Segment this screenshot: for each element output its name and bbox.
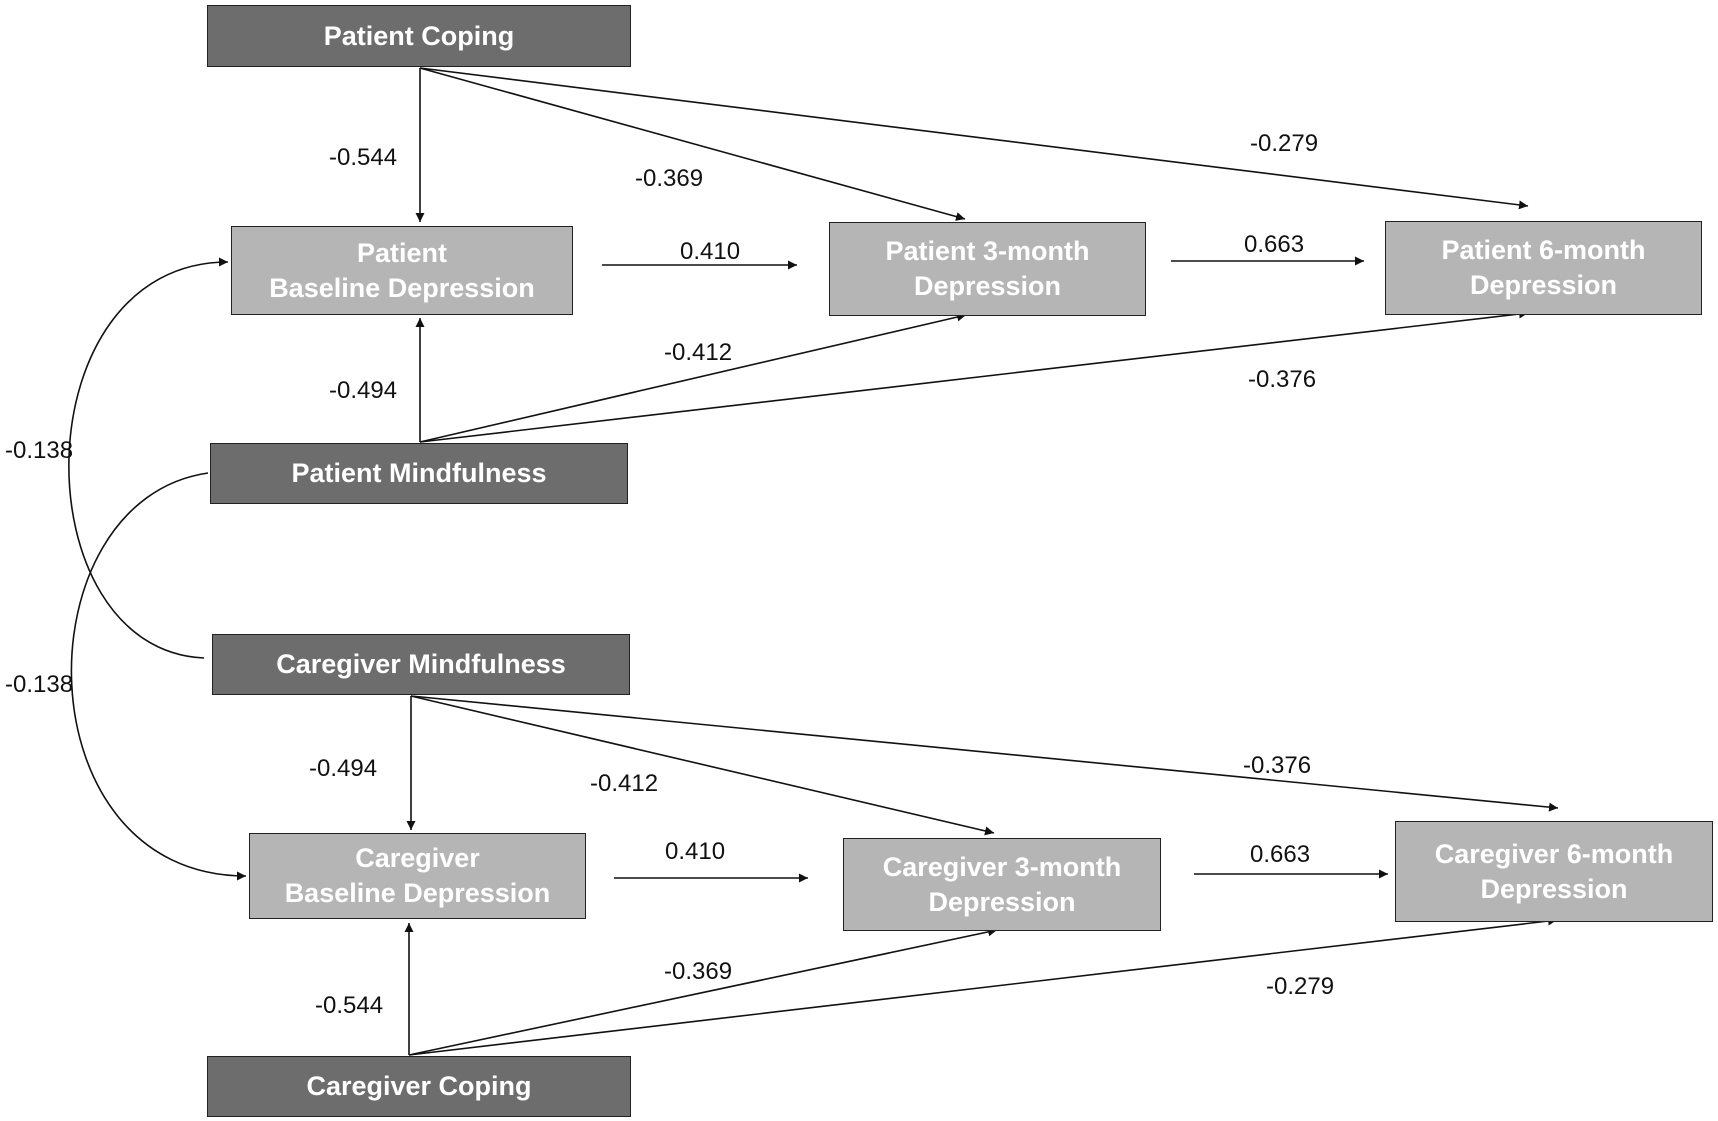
arrow-pc-p6 — [419, 67, 1529, 210]
arrow-cm-c3 — [410, 695, 995, 836]
coef-pbase-p3: 0.410 — [680, 238, 741, 265]
coef-cc-c6: -0.279 — [1266, 973, 1335, 1000]
coef-pc-p6: -0.279 — [1250, 130, 1319, 157]
coef-cm-c6: -0.376 — [1243, 752, 1312, 779]
caregiver-3month-label-line1: Caregiver 3-month — [882, 851, 1122, 882]
patient-baseline-label-line2: Baseline Depression — [269, 272, 535, 303]
coef-cm-pbase: -0.138 — [5, 437, 74, 464]
curved-arrow-pm-cbase — [70, 472, 247, 881]
patient-baseline-label-line1: Patient — [356, 237, 448, 268]
caregiver-mindfulness-box: Caregiver Mindfulness — [212, 634, 630, 695]
patient-6month-label-line2: Depression — [1469, 270, 1618, 300]
coef-cc-cbase: -0.544 — [315, 992, 384, 1019]
arrow-cc-c6 — [408, 916, 1558, 1056]
caregiver-coping-label: Caregiver Coping — [306, 1071, 532, 1101]
caregiver-baseline-label-line2: Baseline Depression — [284, 878, 551, 908]
curved-arrow-cm-pbase — [68, 257, 229, 659]
coef-pc-p3: -0.369 — [635, 165, 704, 192]
caregiver-coping-box: Caregiver Coping — [207, 1056, 631, 1117]
coef-cbase-c3: 0.410 — [665, 838, 726, 865]
coef-cm-c3: -0.412 — [590, 770, 659, 797]
caregiver-6month-label-line2: Depression — [1480, 873, 1628, 904]
coef-cc-c3: -0.369 — [664, 958, 733, 985]
arrow-pc-p3 — [419, 67, 966, 221]
patient-baseline-depression-box: Patient Baseline Depression — [231, 226, 573, 315]
coef-pm-pbase: -0.494 — [329, 377, 398, 404]
patient-3month-label-line1: Patient 3-month — [885, 236, 1090, 266]
patient-3month-label-line2: Depression — [913, 271, 1062, 301]
patient-mindfulness-box: Patient Mindfulness — [210, 443, 628, 504]
arrow-cm-c6 — [410, 695, 1559, 812]
arrow-pm-p6 — [419, 309, 1529, 443]
coef-pm-cbase: -0.138 — [5, 671, 74, 698]
coef-pm-p6: -0.376 — [1248, 366, 1317, 393]
coef-c3-c6: 0.663 — [1250, 841, 1311, 868]
coef-pm-p3: -0.412 — [664, 339, 733, 366]
caregiver-mindfulness-label: Caregiver Mindfulness — [276, 649, 566, 679]
caregiver-3month-label-line2: Depression — [928, 886, 1076, 917]
caregiver-6month-label-line1: Caregiver 6-month — [1434, 838, 1674, 869]
patient-3month-depression-box: Patient 3-month Depression — [829, 222, 1146, 316]
arrow-cc-c3 — [408, 927, 998, 1056]
patient-6month-label-line1: Patient 6-month — [1441, 235, 1646, 265]
patient-coping-box: Patient Coping — [207, 5, 631, 67]
caregiver-3month-depression-box: Caregiver 3-month Depression — [843, 838, 1161, 931]
caregiver-6month-depression-box: Caregiver 6-month Depression — [1395, 821, 1713, 922]
coef-cm-cbase: -0.494 — [309, 755, 378, 782]
coef-p3-p6: 0.663 — [1244, 231, 1305, 258]
patient-mindfulness-label: Patient Mindfulness — [291, 458, 547, 488]
caregiver-baseline-label-line1: Caregiver — [355, 843, 480, 873]
patient-6month-depression-box: Patient 6-month Depression — [1385, 221, 1702, 315]
patient-coping-label: Patient Coping — [323, 20, 515, 51]
caregiver-baseline-depression-box: Caregiver Baseline Depression — [249, 833, 586, 919]
arrow-pm-p3 — [419, 312, 967, 443]
coef-pc-pbase: -0.544 — [329, 144, 398, 171]
